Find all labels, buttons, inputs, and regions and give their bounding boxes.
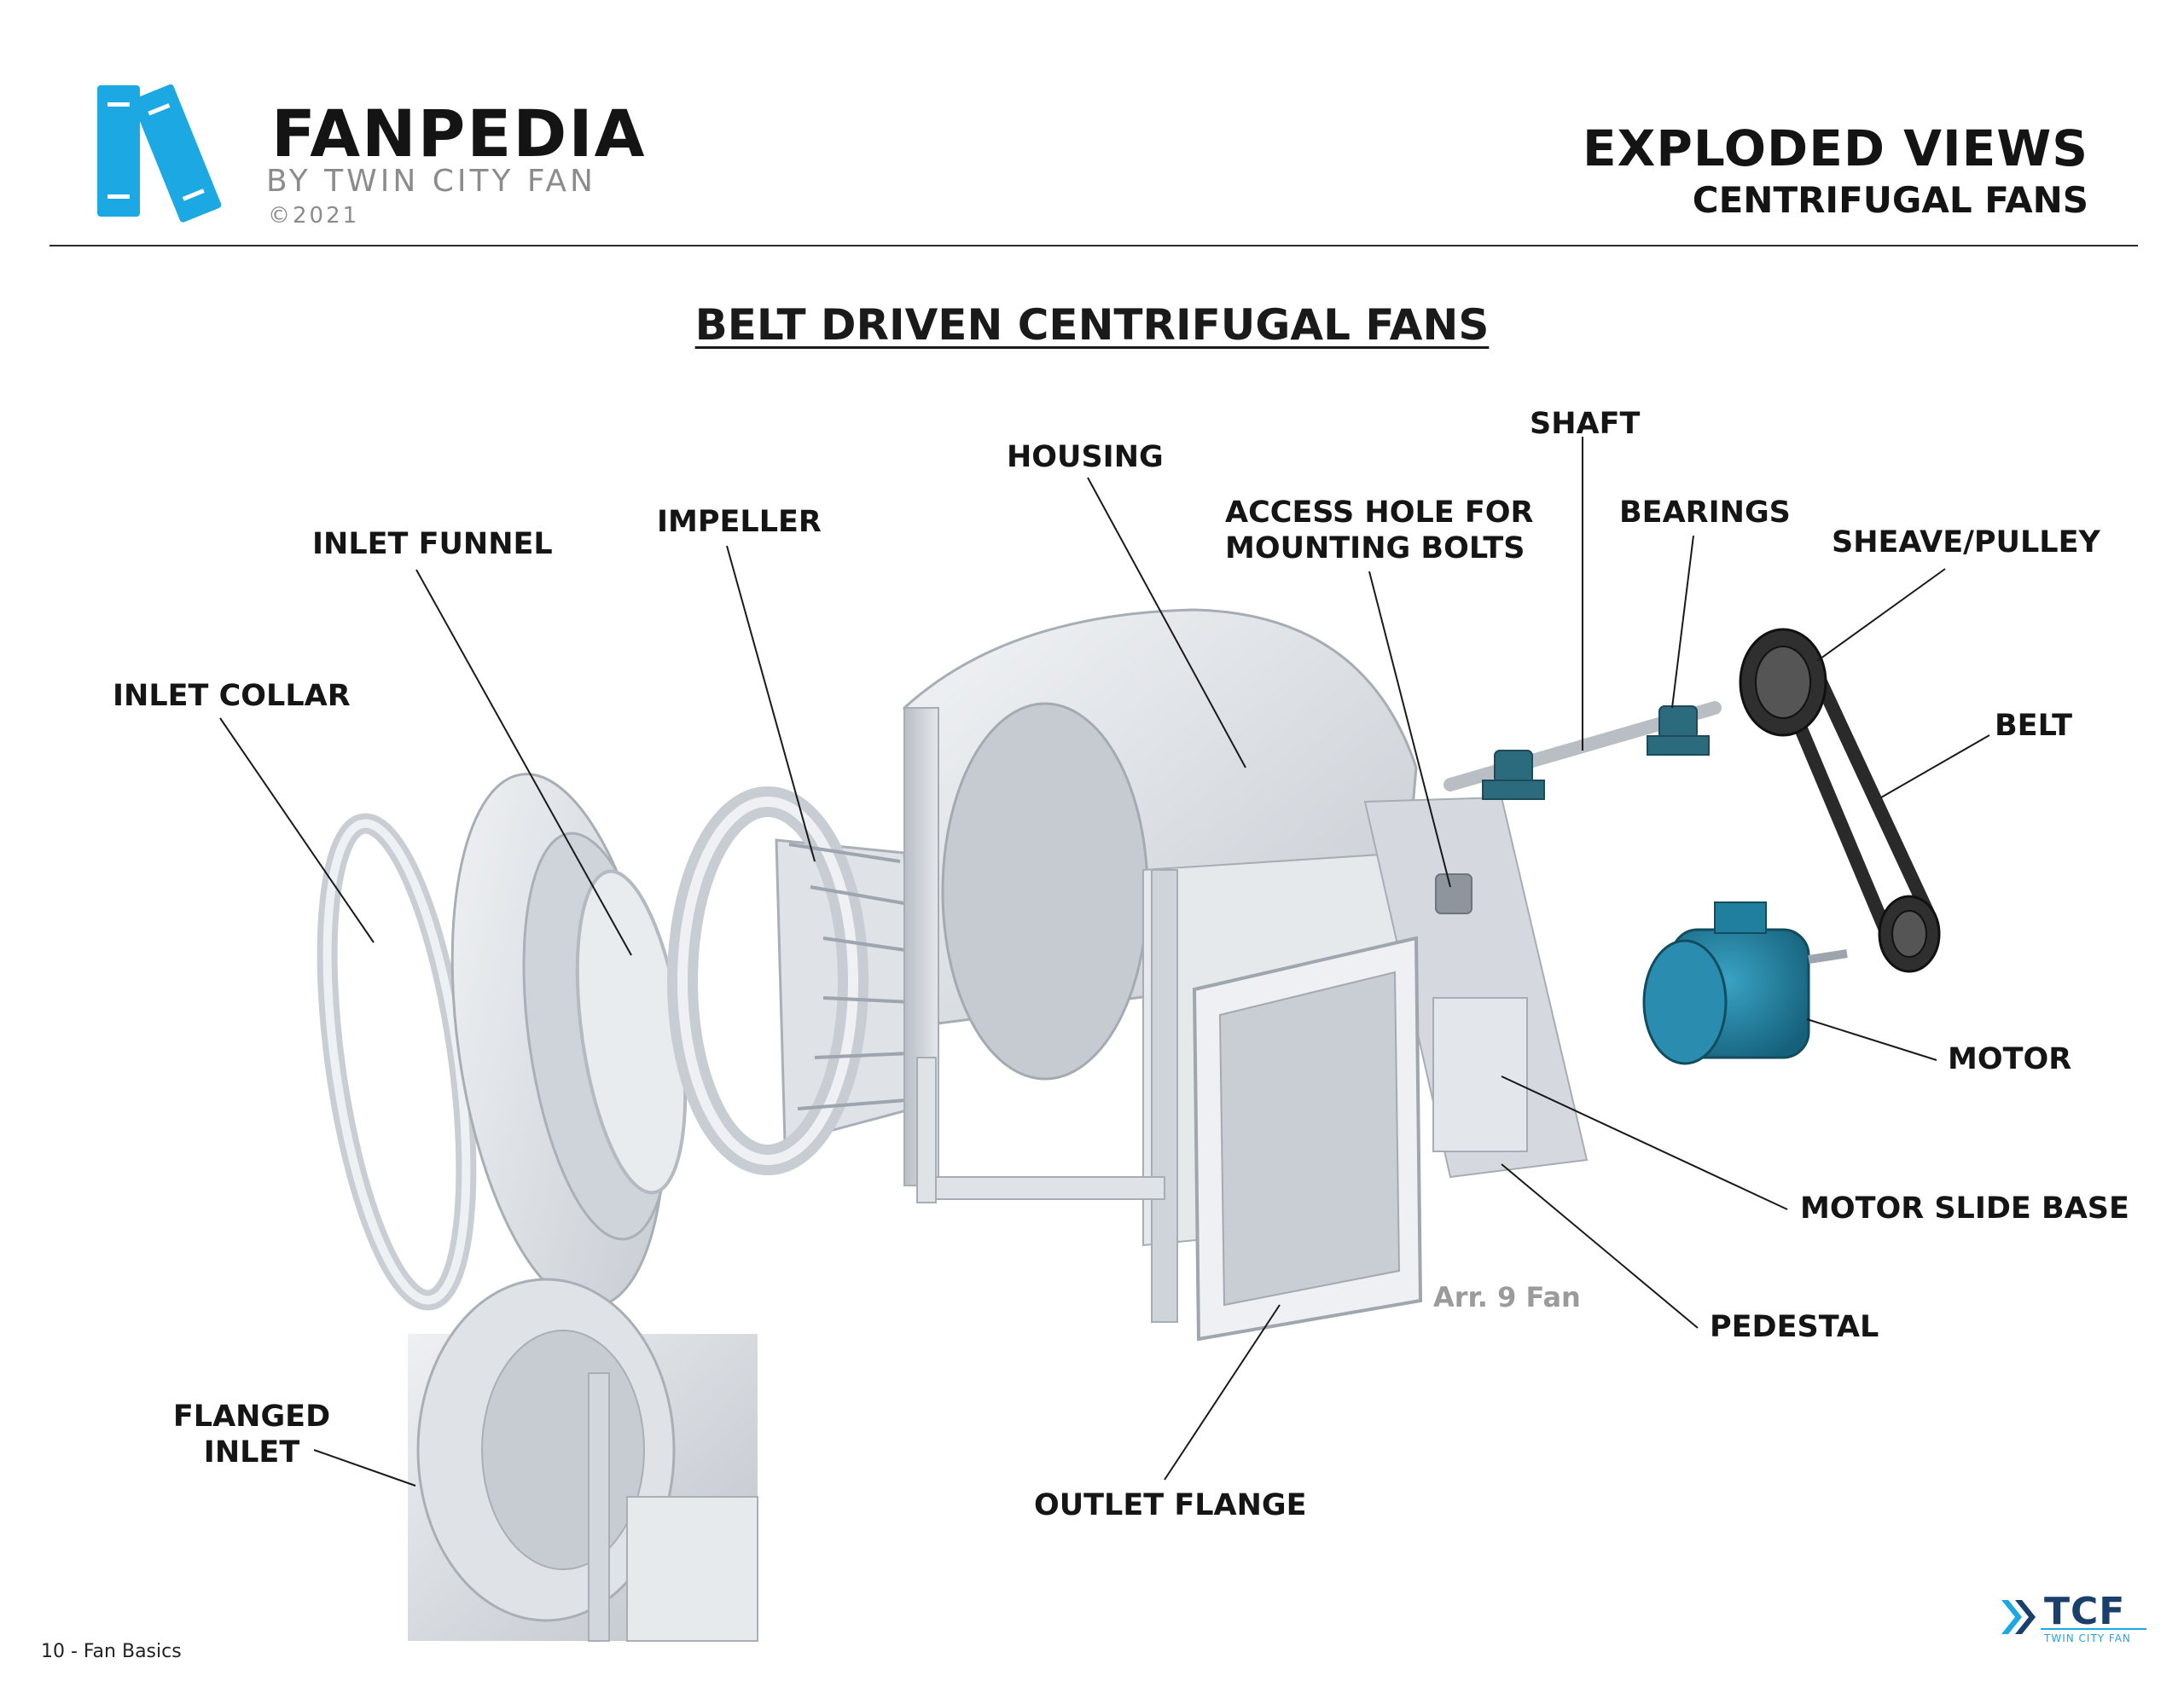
label-flanged-inlet-line2: INLET: [203, 1435, 300, 1470]
brand-name-second: PEDIA: [417, 96, 647, 171]
pedestal-part: [1363, 796, 1589, 1179]
label-bearings: BEARINGS: [1619, 496, 1791, 530]
footer-page-label: 10 - Fan Basics: [41, 1641, 182, 1662]
brand-name-first: FAN: [271, 96, 418, 171]
label-flanged-inlet-line1: FLANGED: [172, 1400, 331, 1434]
label-flanged-inlet: FLANGED INLET: [171, 1399, 333, 1470]
tcf-abbr: TCF: [2044, 1590, 2126, 1633]
label-access-hole: ACCESS HOLE FOR MOUNTING BOLTS: [1225, 495, 1534, 566]
inlet-collar-part: [317, 813, 477, 1311]
impeller-part: [667, 786, 915, 1175]
label-access-hole-line1: ACCESS HOLE FOR: [1225, 496, 1534, 530]
motor-part: [1642, 901, 1848, 1065]
label-access-hole-line2: MOUNTING BOLTS: [1225, 531, 1525, 565]
brand-byline: BY TWIN CITY FAN: [266, 164, 596, 199]
header-divider: [49, 245, 2138, 246]
arrangement-note: Arr. 9 Fan: [1433, 1281, 1581, 1313]
inlet-funnel-part: [450, 773, 688, 1308]
label-belt: BELT: [1995, 709, 2072, 743]
label-inlet-collar: INLET COLLAR: [113, 679, 351, 713]
page-title: EXPLODED VIEWS: [1583, 119, 2088, 177]
section-title: BELT DRIVEN CENTRIFUGAL FANS: [694, 300, 1490, 350]
label-impeller: IMPELLER: [657, 505, 822, 539]
label-inlet-funnel: INLET FUNNEL: [312, 527, 553, 561]
sheave-belt-part: [1739, 628, 1941, 973]
brand-title: FANPEDIA: [271, 96, 646, 171]
label-housing: HOUSING: [1007, 440, 1164, 474]
label-sheave-pulley: SHEAVE/PULLEY: [1832, 525, 2100, 559]
fanpedia-books-logo: [97, 84, 222, 223]
flanged-inlet-inset: [408, 1278, 758, 1642]
label-shaft: SHAFT: [1530, 407, 1641, 441]
brand-copyright: ©2021: [268, 203, 360, 229]
tcf-company-name: TWIN CITY FAN: [2044, 1632, 2131, 1644]
outlet-flange-part: [1192, 936, 1423, 1342]
label-outlet-flange: OUTLET FLANGE: [1034, 1488, 1307, 1522]
page-subtitle: CENTRIFUGAL FANS: [1692, 179, 2088, 221]
label-pedestal: PEDESTAL: [1710, 1310, 1879, 1344]
callout-leader-lines: [219, 437, 1990, 1487]
tcf-chevron-icon: [2001, 1600, 2146, 1634]
label-motor: MOTOR: [1948, 1042, 2072, 1076]
label-motor-slide-base: MOTOR SLIDE BASE: [1800, 1191, 2129, 1226]
tcf-logo: TCF TWIN CITY FAN: [1996, 1590, 2150, 1651]
frame-part: [916, 1057, 1165, 1203]
